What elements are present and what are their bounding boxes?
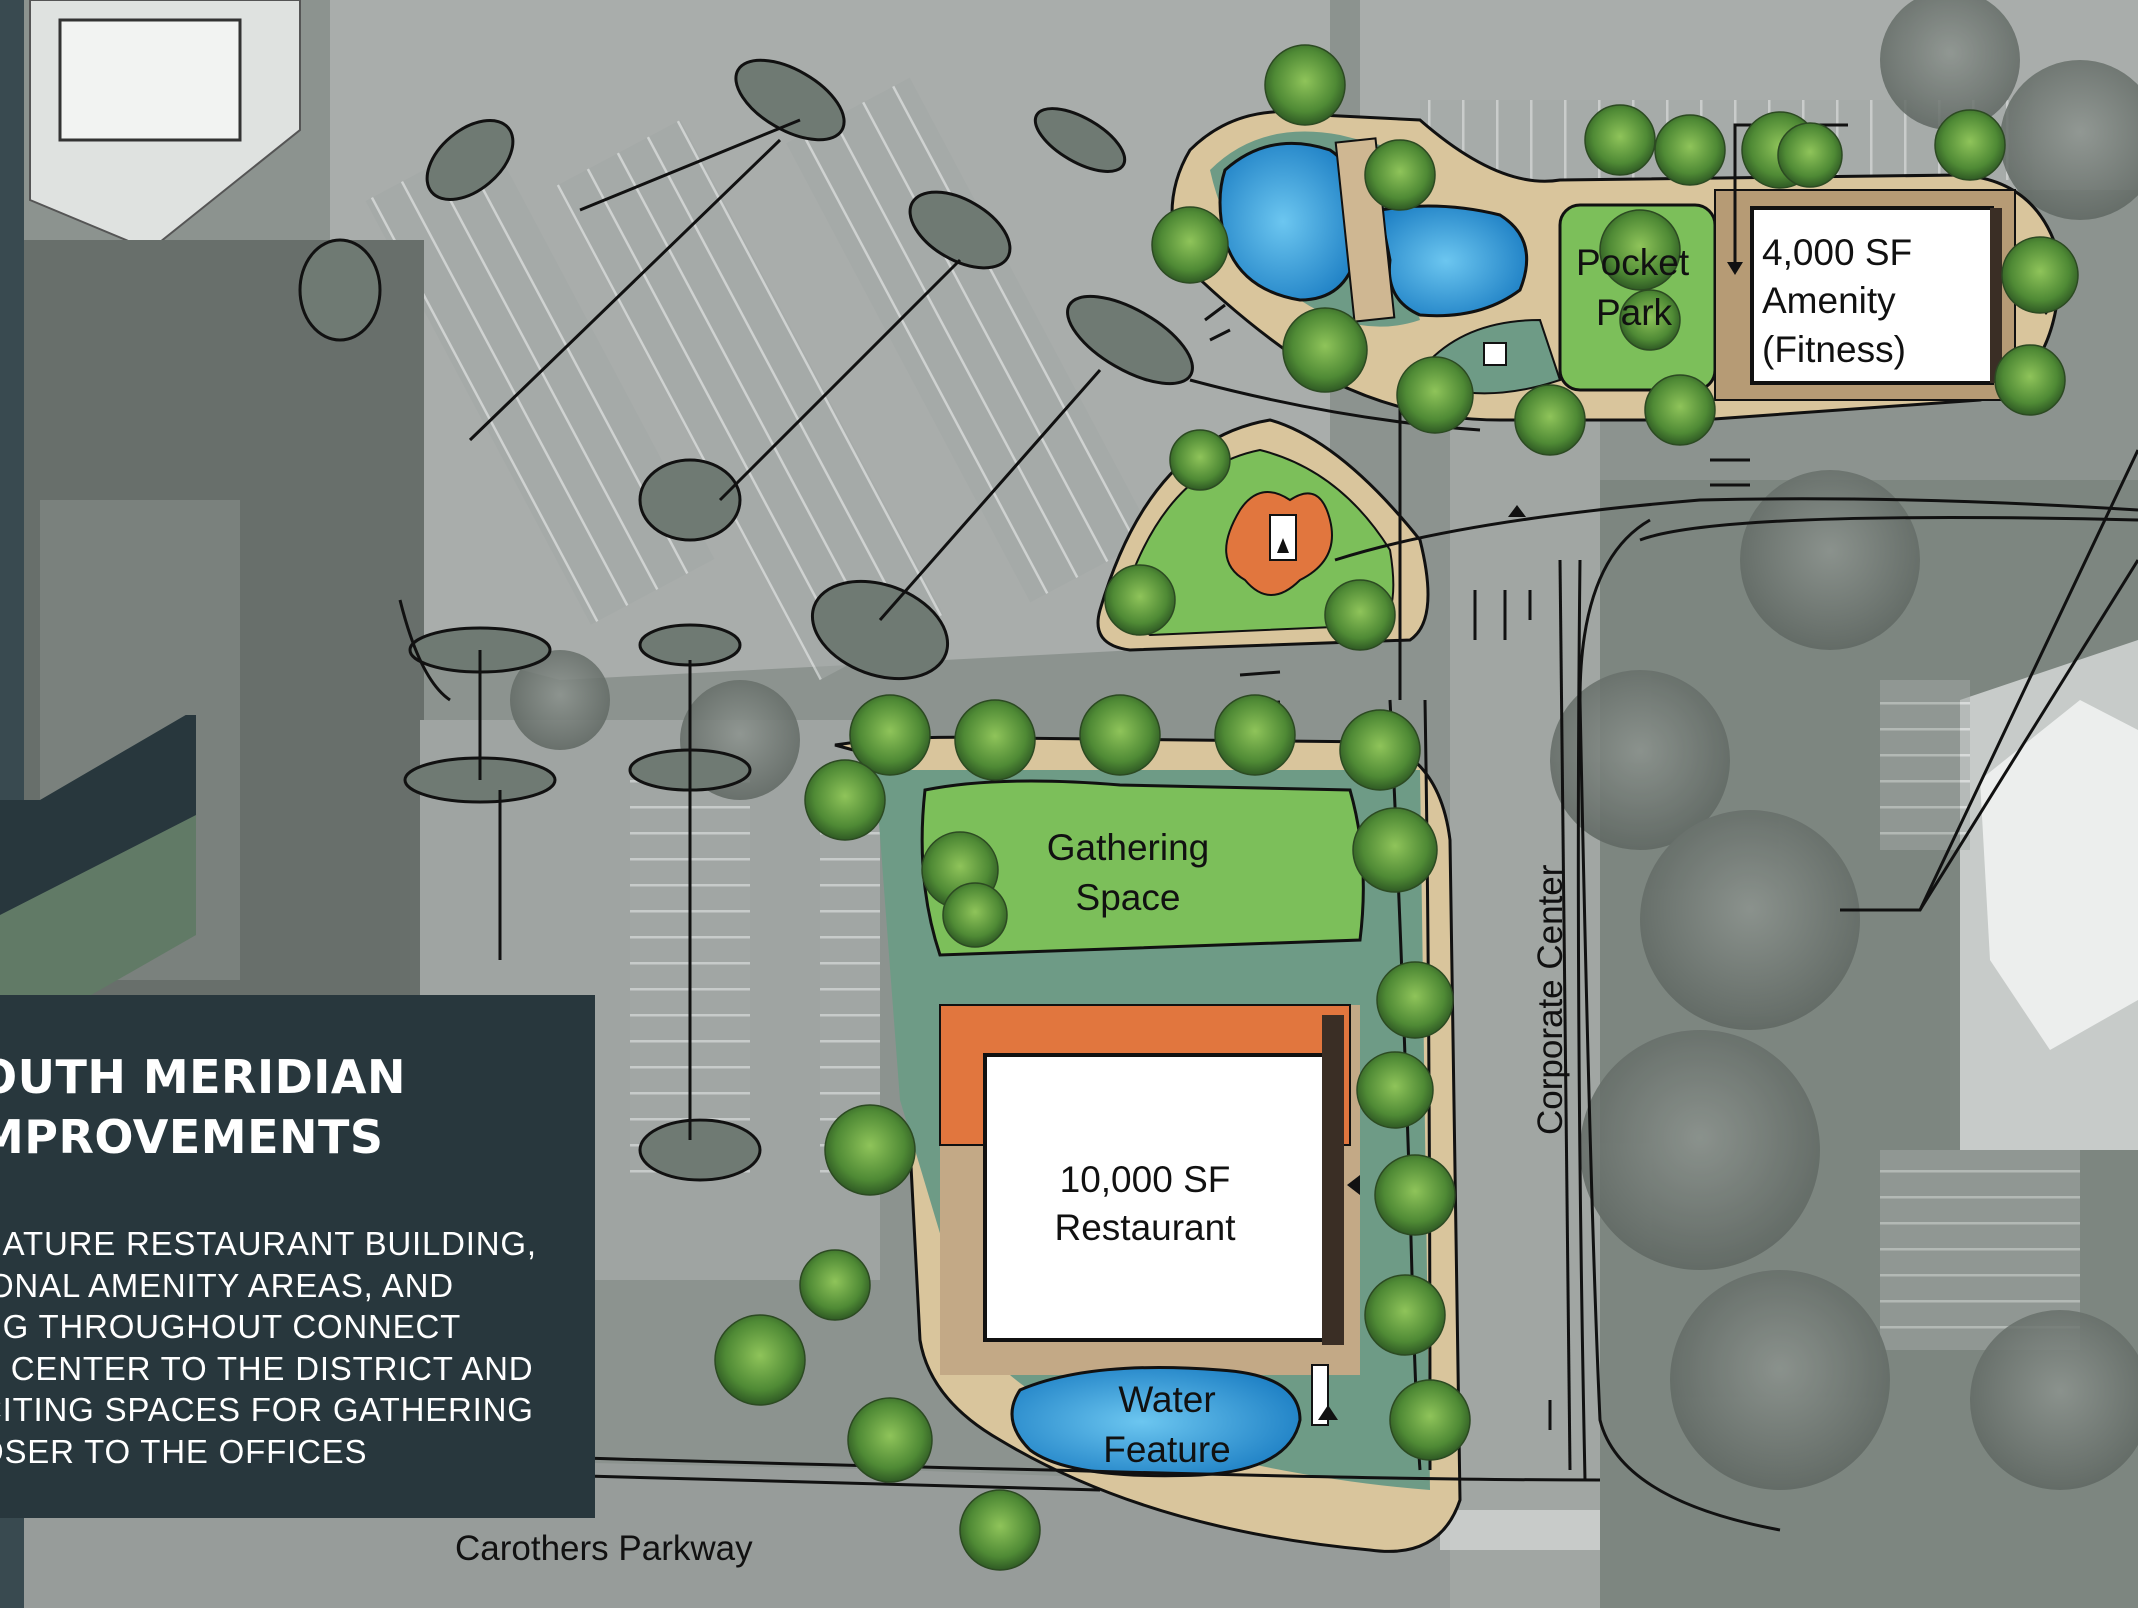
panel-body-line: OSER TO THE OFFICES: [0, 1432, 368, 1470]
restaurant-entry-arrow: [1347, 1175, 1360, 1195]
water-arrow: [1318, 1405, 1338, 1420]
east-building-roof-white: [1980, 700, 2138, 1050]
panel-body: NATURE RESTAURANT BUILDING, IONAL AMENIT…: [0, 1223, 537, 1472]
restaurant-shadow: [1322, 1015, 1344, 1345]
label-water-line1: Water: [1118, 1379, 1215, 1420]
label-amenity-line3: (Fitness): [1762, 329, 1906, 370]
proposed-trees: [714, 44, 2079, 1571]
crosswalk: [1440, 1510, 1620, 1550]
label-gathering-line2: Space: [1076, 877, 1181, 918]
water-bench: [1311, 1364, 1329, 1426]
amenity-building: [1750, 206, 1994, 385]
pavilion: [1483, 342, 1507, 366]
label-pocket-park-line1: Pocket: [1576, 242, 1690, 283]
label-corporate-center: Corporate Center: [1531, 864, 1570, 1135]
label-restaurant-line2: Restaurant: [1055, 1207, 1237, 1248]
panel-body-line: NG THROUGHOUT CONNECT: [0, 1308, 462, 1345]
road-arrow: [1508, 505, 1526, 517]
panel-title-line1: OUTH MERIDIAN: [0, 1050, 406, 1104]
island-connectors: [468, 118, 1102, 1140]
label-gathering-line1: Gathering: [1047, 827, 1210, 868]
chevron-dark: [0, 715, 196, 925]
label-amenity-line2: Amenity: [1762, 280, 1896, 321]
stall-row: [556, 119, 944, 681]
panel-body-line: IONAL AMENITY AREAS, AND: [0, 1266, 454, 1304]
stall-row: [365, 135, 715, 625]
label-carothers-parkway: Carothers Parkway: [455, 1529, 753, 1568]
north-pond-east: [1378, 204, 1529, 318]
description-panel: OUTH MERIDIAN MPROVEMENTS NATURE RESTAUR…: [0, 995, 595, 1518]
panel-title: OUTH MERIDIAN MPROVEMENTS: [0, 1047, 406, 1167]
panel-body-line: CITING SPACES FOR GATHERING: [0, 1391, 534, 1428]
label-restaurant-line1: 10,000 SF: [1060, 1159, 1231, 1200]
stall-row: [786, 77, 1154, 603]
parking-islands: [298, 58, 1194, 1182]
triangle-kiosk: [1269, 514, 1297, 561]
panel-body-line: E CENTER TO THE DISTRICT AND: [0, 1349, 534, 1387]
triangle-kiosk-arrow: [1277, 538, 1289, 553]
label-amenity-line1: 4,000 SF: [1762, 232, 1912, 273]
chevron-green: [0, 815, 196, 1030]
chevron-icon: [0, 715, 196, 1030]
label-pocket-park-line2: Park: [1596, 292, 1673, 333]
amenity-entry-arrow: [1727, 262, 1743, 275]
office-building-core: [58, 18, 242, 142]
south-water-feature: [1010, 1366, 1302, 1478]
east-parking-top: [1880, 680, 1970, 850]
existing-tree-canopy: [240, 0, 2138, 1490]
map-labels: Pocket Park 4,000 SF Amenity (Fitness) G…: [455, 232, 1912, 1568]
restaurant-building: [983, 1053, 1327, 1342]
panel-title-line2: MPROVEMENTS: [0, 1110, 384, 1164]
panel-body-line: NATURE RESTAURANT BUILDING,: [0, 1225, 537, 1262]
amenity-building-shadow: [1990, 208, 2002, 383]
label-water-line2: Feature: [1103, 1429, 1231, 1470]
